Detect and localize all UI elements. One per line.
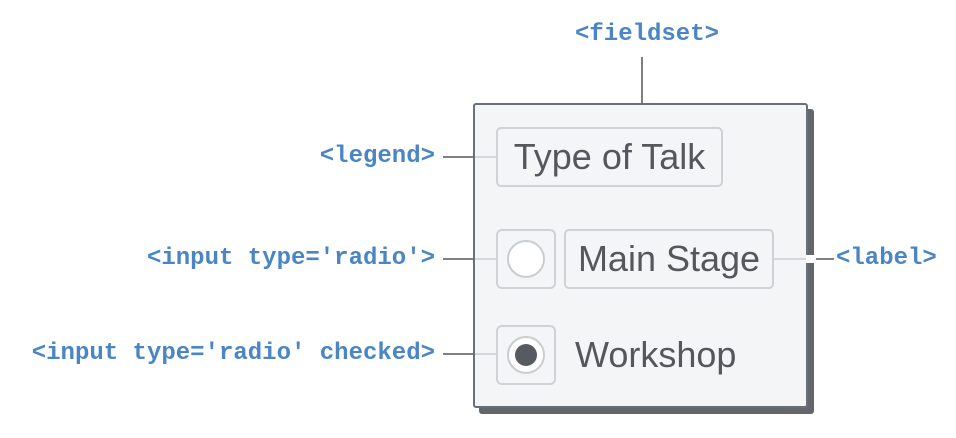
radio-checked-connector-line [443,353,473,355]
legend-connector-line [443,156,473,158]
radio-circle-checked-icon [507,336,545,374]
label-connector-stub [773,258,806,260]
legend-tag-annotation: <legend> [319,143,435,170]
radio-connector-stub [475,258,496,260]
text-workshop: Workshop [575,334,737,375]
fieldset-box: Type of Talk Main Stage Workshop [473,103,808,408]
radio-circle-unchecked-icon [507,240,545,278]
label-main-stage[interactable]: Main Stage [564,229,774,289]
radio-input-tag-annotation: <input type='radio'> [146,245,435,272]
label-tag-annotation: <label> [836,245,937,272]
radio-workshop-checked[interactable] [496,325,556,385]
legend-connector-stub [475,156,496,158]
radio-checked-connector-stub [475,353,496,355]
label-connector-nub [806,255,816,263]
radio-checked-input-tag-annotation: <input type='radio' checked> [31,340,435,367]
legend-type-of-talk: Type of Talk [496,127,723,187]
fieldset-tag-annotation: <fieldset> [574,21,720,48]
fieldset-connector-line [641,57,643,103]
label-connector-line [814,258,834,260]
radio-main-stage[interactable] [496,229,556,289]
radio-connector-line [443,258,473,260]
radio-dot [515,344,537,366]
